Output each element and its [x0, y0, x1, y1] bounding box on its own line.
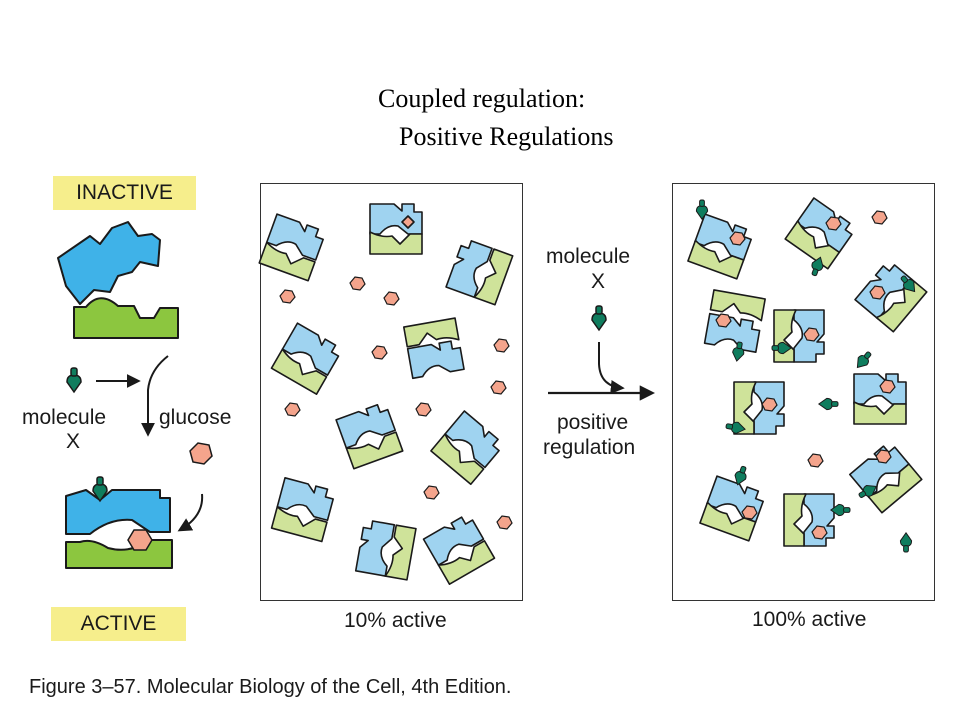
arrow-molecule-mid [598, 342, 625, 394]
molecule-x-icon [66, 367, 82, 393]
bound-glucose-icon [127, 529, 153, 551]
active-label: ACTIVE [51, 607, 186, 641]
molecule-x-mid-icon [591, 305, 607, 331]
active-complex [65, 476, 173, 569]
x-label-left: X [66, 430, 81, 453]
arrow-down-left [141, 355, 169, 437]
figure-caption: Figure 3–57. Molecular Biology of the Ce… [29, 676, 512, 698]
molecule-label-left: molecule [22, 406, 107, 429]
inactive-blue-subunit [57, 221, 161, 305]
title-line-1: Coupled regulation: [378, 84, 586, 113]
panel-right-free-glucose [807, 210, 888, 468]
inactive-green-subunit [73, 297, 179, 339]
panel-left-complexes [258, 203, 514, 585]
left-panel-caption: 10% active [344, 609, 447, 632]
inactive-label: INACTIVE [53, 176, 196, 210]
positive-label: positive [557, 411, 629, 434]
active-blue-subunit [65, 489, 171, 535]
glucose-label: glucose [159, 406, 232, 429]
inactive-complex [57, 221, 179, 339]
glucose-hexagon-icon [189, 442, 213, 465]
molecule-label-mid: molecule [546, 245, 631, 268]
regulation-label: regulation [543, 436, 636, 459]
right-panel-caption: 100% active [752, 608, 867, 631]
arrow-to-active [177, 493, 204, 532]
active-green-subunit [65, 539, 173, 569]
panel-right-complexes [687, 197, 928, 547]
panel-right-bound-glucose [715, 216, 896, 540]
title-line-2: Positive Regulations [399, 122, 614, 151]
panel-left-glucose [279, 276, 513, 530]
x-label-mid: X [591, 270, 606, 293]
